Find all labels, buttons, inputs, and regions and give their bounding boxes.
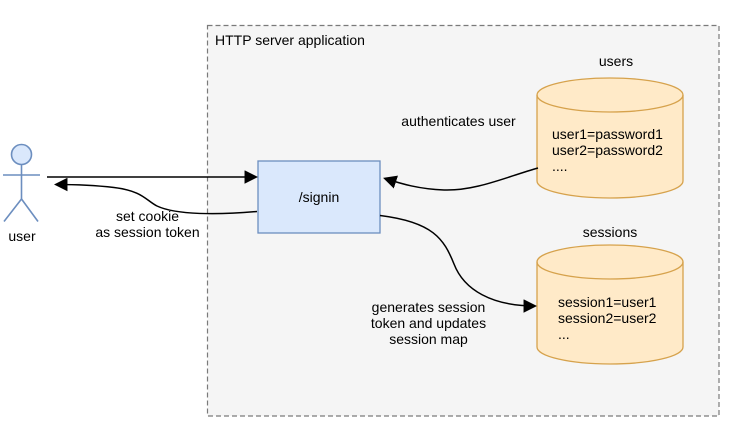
actor-right-leg — [20, 198, 39, 222]
user-actor-icon — [3, 143, 40, 222]
users-db-body — [536, 77, 684, 199]
users-db-content: user1=password1 user2=password2 .... — [552, 126, 663, 174]
sessions-db-body — [536, 244, 684, 365]
edge-label-authenticates: authenticates user — [401, 113, 516, 129]
server-boundary-label: HTTP server application — [215, 32, 365, 48]
signin-endpoint-box — [257, 160, 381, 234]
user-actor-label: user — [8, 228, 36, 244]
edge-set-cookie — [53, 177, 258, 215]
edge-label-generates-session: generates session token and updates sess… — [370, 299, 487, 347]
actor-left-leg — [3, 198, 23, 222]
users-db-title: users — [598, 53, 634, 69]
sessions-db-content: session1=user1 session2=user2 ... — [558, 294, 657, 342]
actor-head — [10, 143, 33, 166]
signin-endpoint-label: /signin — [298, 189, 340, 205]
edge-generates-session — [379, 214, 538, 313]
sessions-db-cylinder — [536, 244, 684, 365]
edge-authenticates — [383, 167, 539, 191]
sessions-db-rim — [536, 261, 684, 280]
sessions-db-title: sessions — [582, 224, 638, 240]
users-db-rim — [536, 94, 684, 113]
users-db-cylinder — [536, 77, 684, 199]
edge-label-set-cookie: set cookie as session token — [95, 208, 200, 240]
